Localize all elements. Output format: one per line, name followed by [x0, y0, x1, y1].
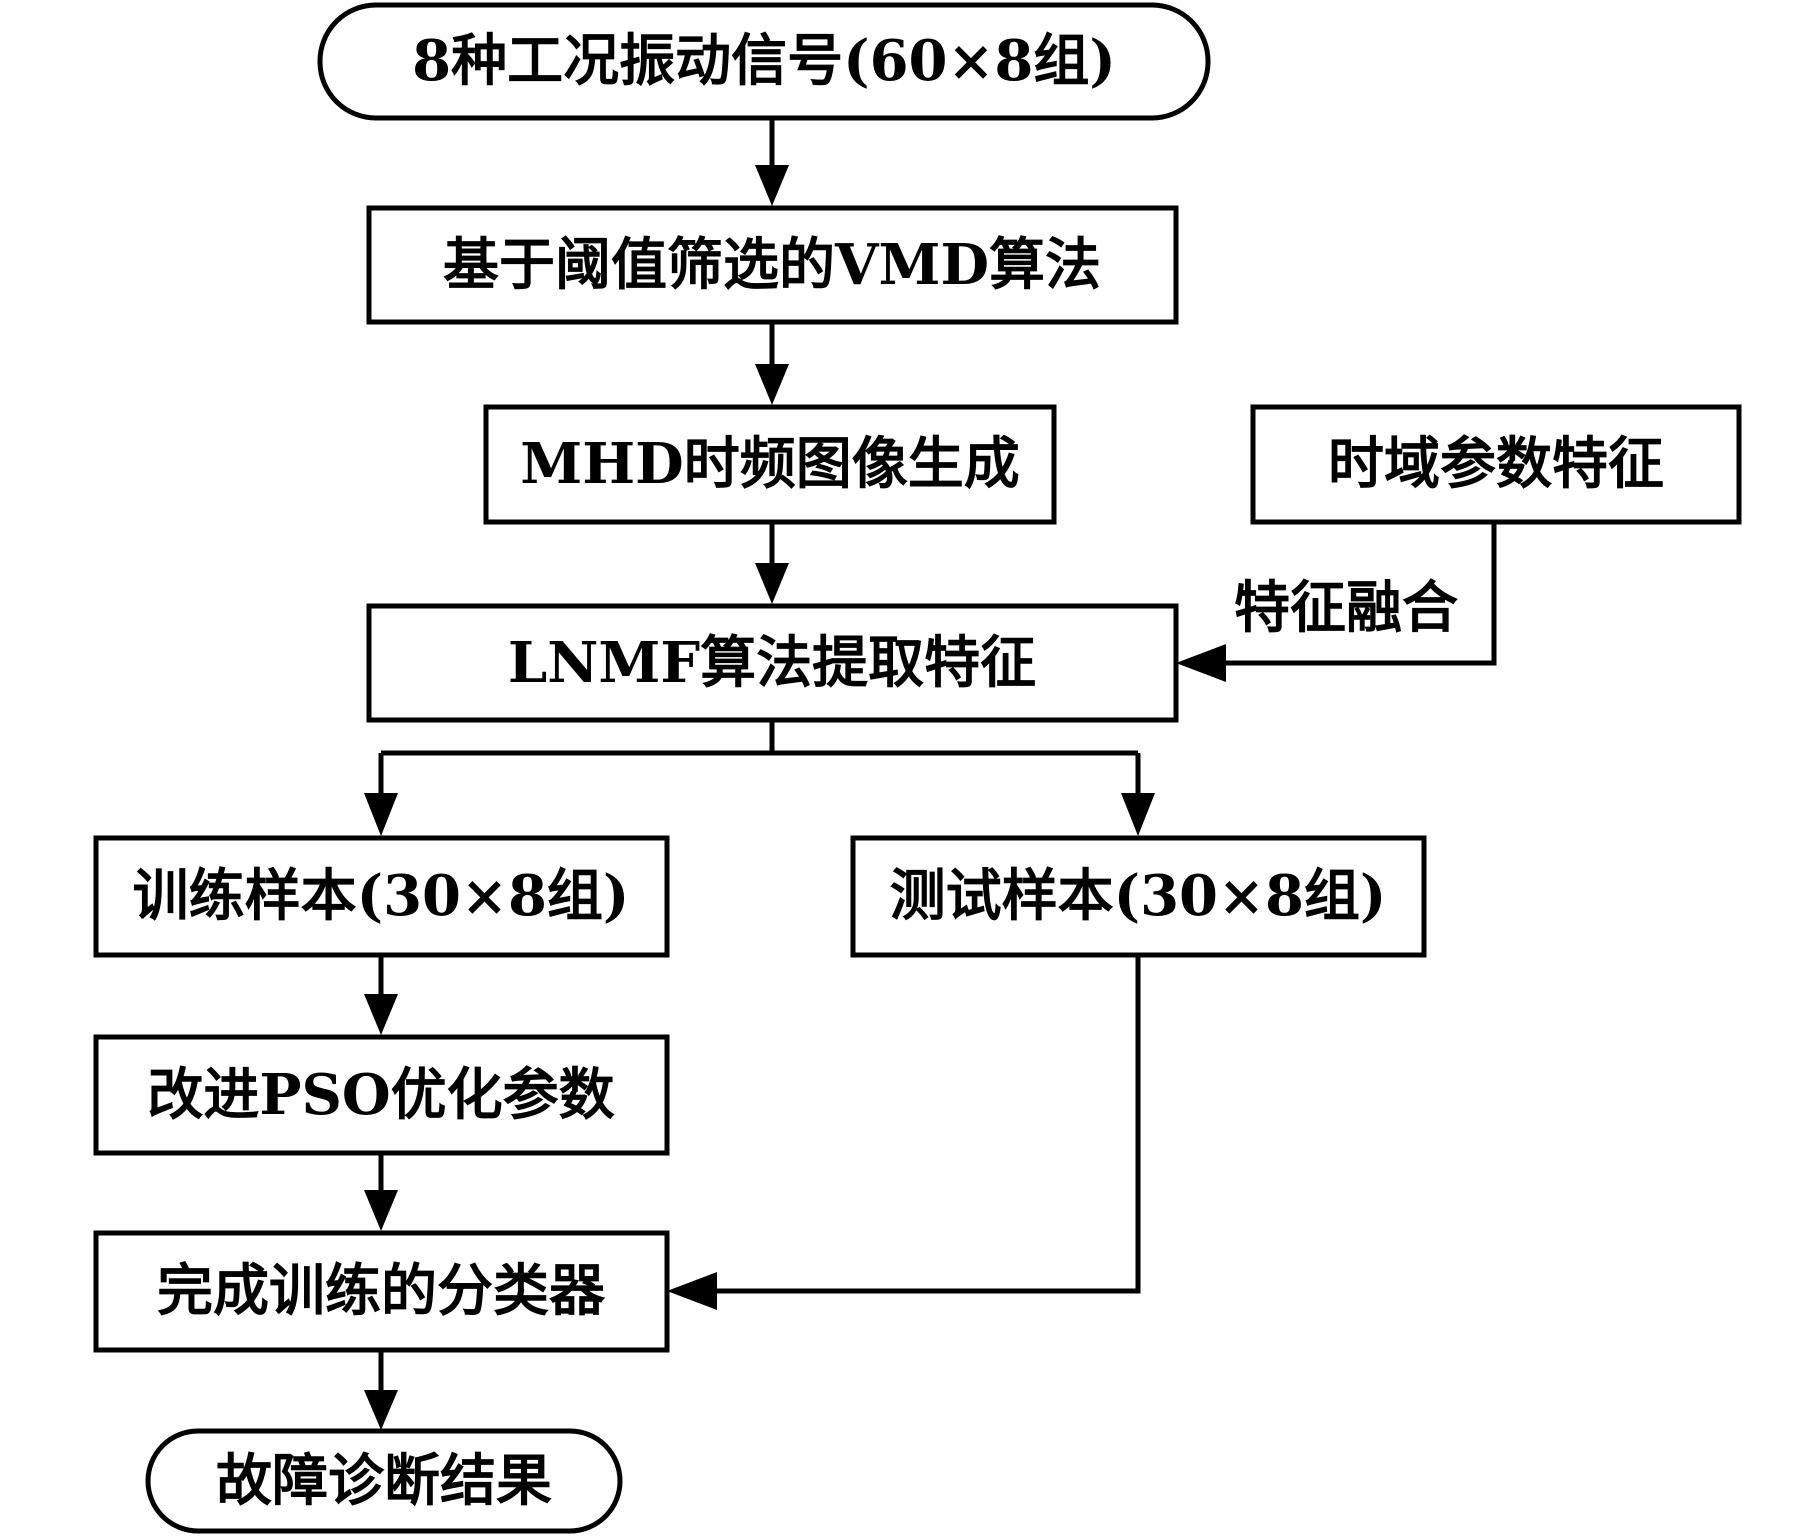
node-trained-classifier: 完成训练的分类器: [93, 1230, 670, 1353]
arrowhead-down: [1121, 793, 1155, 836]
feature-fusion-label: 特征融合: [1234, 575, 1458, 641]
terminal-box-start: [317, 2, 1211, 121]
process-box-classifier: [93, 1230, 670, 1353]
arrowhead-down: [364, 994, 398, 1035]
input-signals-label: 8种工况振动信号(60×8组): [412, 28, 1116, 94]
arrowhead-left: [1176, 644, 1226, 682]
node-mhd-image: MHD时频图像生成: [483, 404, 1057, 525]
arrowhead-down: [364, 1390, 398, 1430]
arrowhead-down: [364, 793, 398, 836]
test-samples-label: 测试样本(30×8组): [890, 863, 1387, 929]
node-vmd-threshold: 基于阈值筛选的VMD算法: [366, 205, 1179, 325]
arrowhead-down: [364, 1190, 398, 1231]
edge-training-to-pso: [364, 955, 398, 1035]
lnmf-extraction-label: LNMF算法提取特征: [508, 630, 1036, 696]
node-time-domain-features: 时域参数特征: [1250, 404, 1742, 525]
edge-mhd-to-lnmf: [755, 522, 789, 604]
node-diagnosis-result: 故障诊断结果: [145, 1428, 623, 1534]
pso-optimization-label: 改进PSO优化参数: [147, 1062, 614, 1128]
edge-input-to-vmd: [755, 118, 789, 206]
node-input-signals: 8种工况振动信号(60×8组): [317, 2, 1211, 121]
node-pso-optimization: 改进PSO优化参数: [93, 1034, 670, 1156]
edge-classifier-to-result: [364, 1350, 398, 1430]
edge-time-domain-to-lnmf: 特征融合: [1176, 522, 1497, 682]
arrowhead-down: [755, 563, 789, 604]
edge-pso-to-classifier: [364, 1153, 398, 1231]
edge-test-to-classifier: [667, 955, 1141, 1310]
process-box-time-domain: [1250, 404, 1742, 525]
arrowhead-left: [667, 1272, 717, 1310]
arrowhead-down: [755, 364, 789, 405]
process-box-vmd: [366, 205, 1179, 325]
process-box-mhd: [483, 404, 1057, 525]
node-test-samples: 测试样本(30×8组): [850, 835, 1427, 958]
terminal-box-end: [145, 1428, 623, 1534]
edge-vmd-to-mhd: [755, 322, 789, 405]
connector-line: [1215, 522, 1497, 666]
connector-line: [706, 955, 1141, 1294]
node-training-samples: 训练样本(30×8组): [93, 835, 670, 958]
time-domain-features-label: 时域参数特征: [1328, 431, 1664, 497]
vmd-threshold-label: 基于阈值筛选的VMD算法: [443, 232, 1101, 298]
node-lnmf-extraction: LNMF算法提取特征: [366, 603, 1179, 723]
trained-classifier-label: 完成训练的分类器: [157, 1258, 606, 1324]
process-box-pso: [93, 1034, 670, 1156]
diagnosis-result-label: 故障诊断结果: [216, 1448, 552, 1514]
training-samples-label: 训练样本(30×8组): [133, 863, 630, 929]
mhd-image-label: MHD时频图像生成: [520, 431, 1019, 497]
arrowhead-down: [755, 165, 789, 206]
edge-lnmf-split: [364, 720, 1155, 836]
